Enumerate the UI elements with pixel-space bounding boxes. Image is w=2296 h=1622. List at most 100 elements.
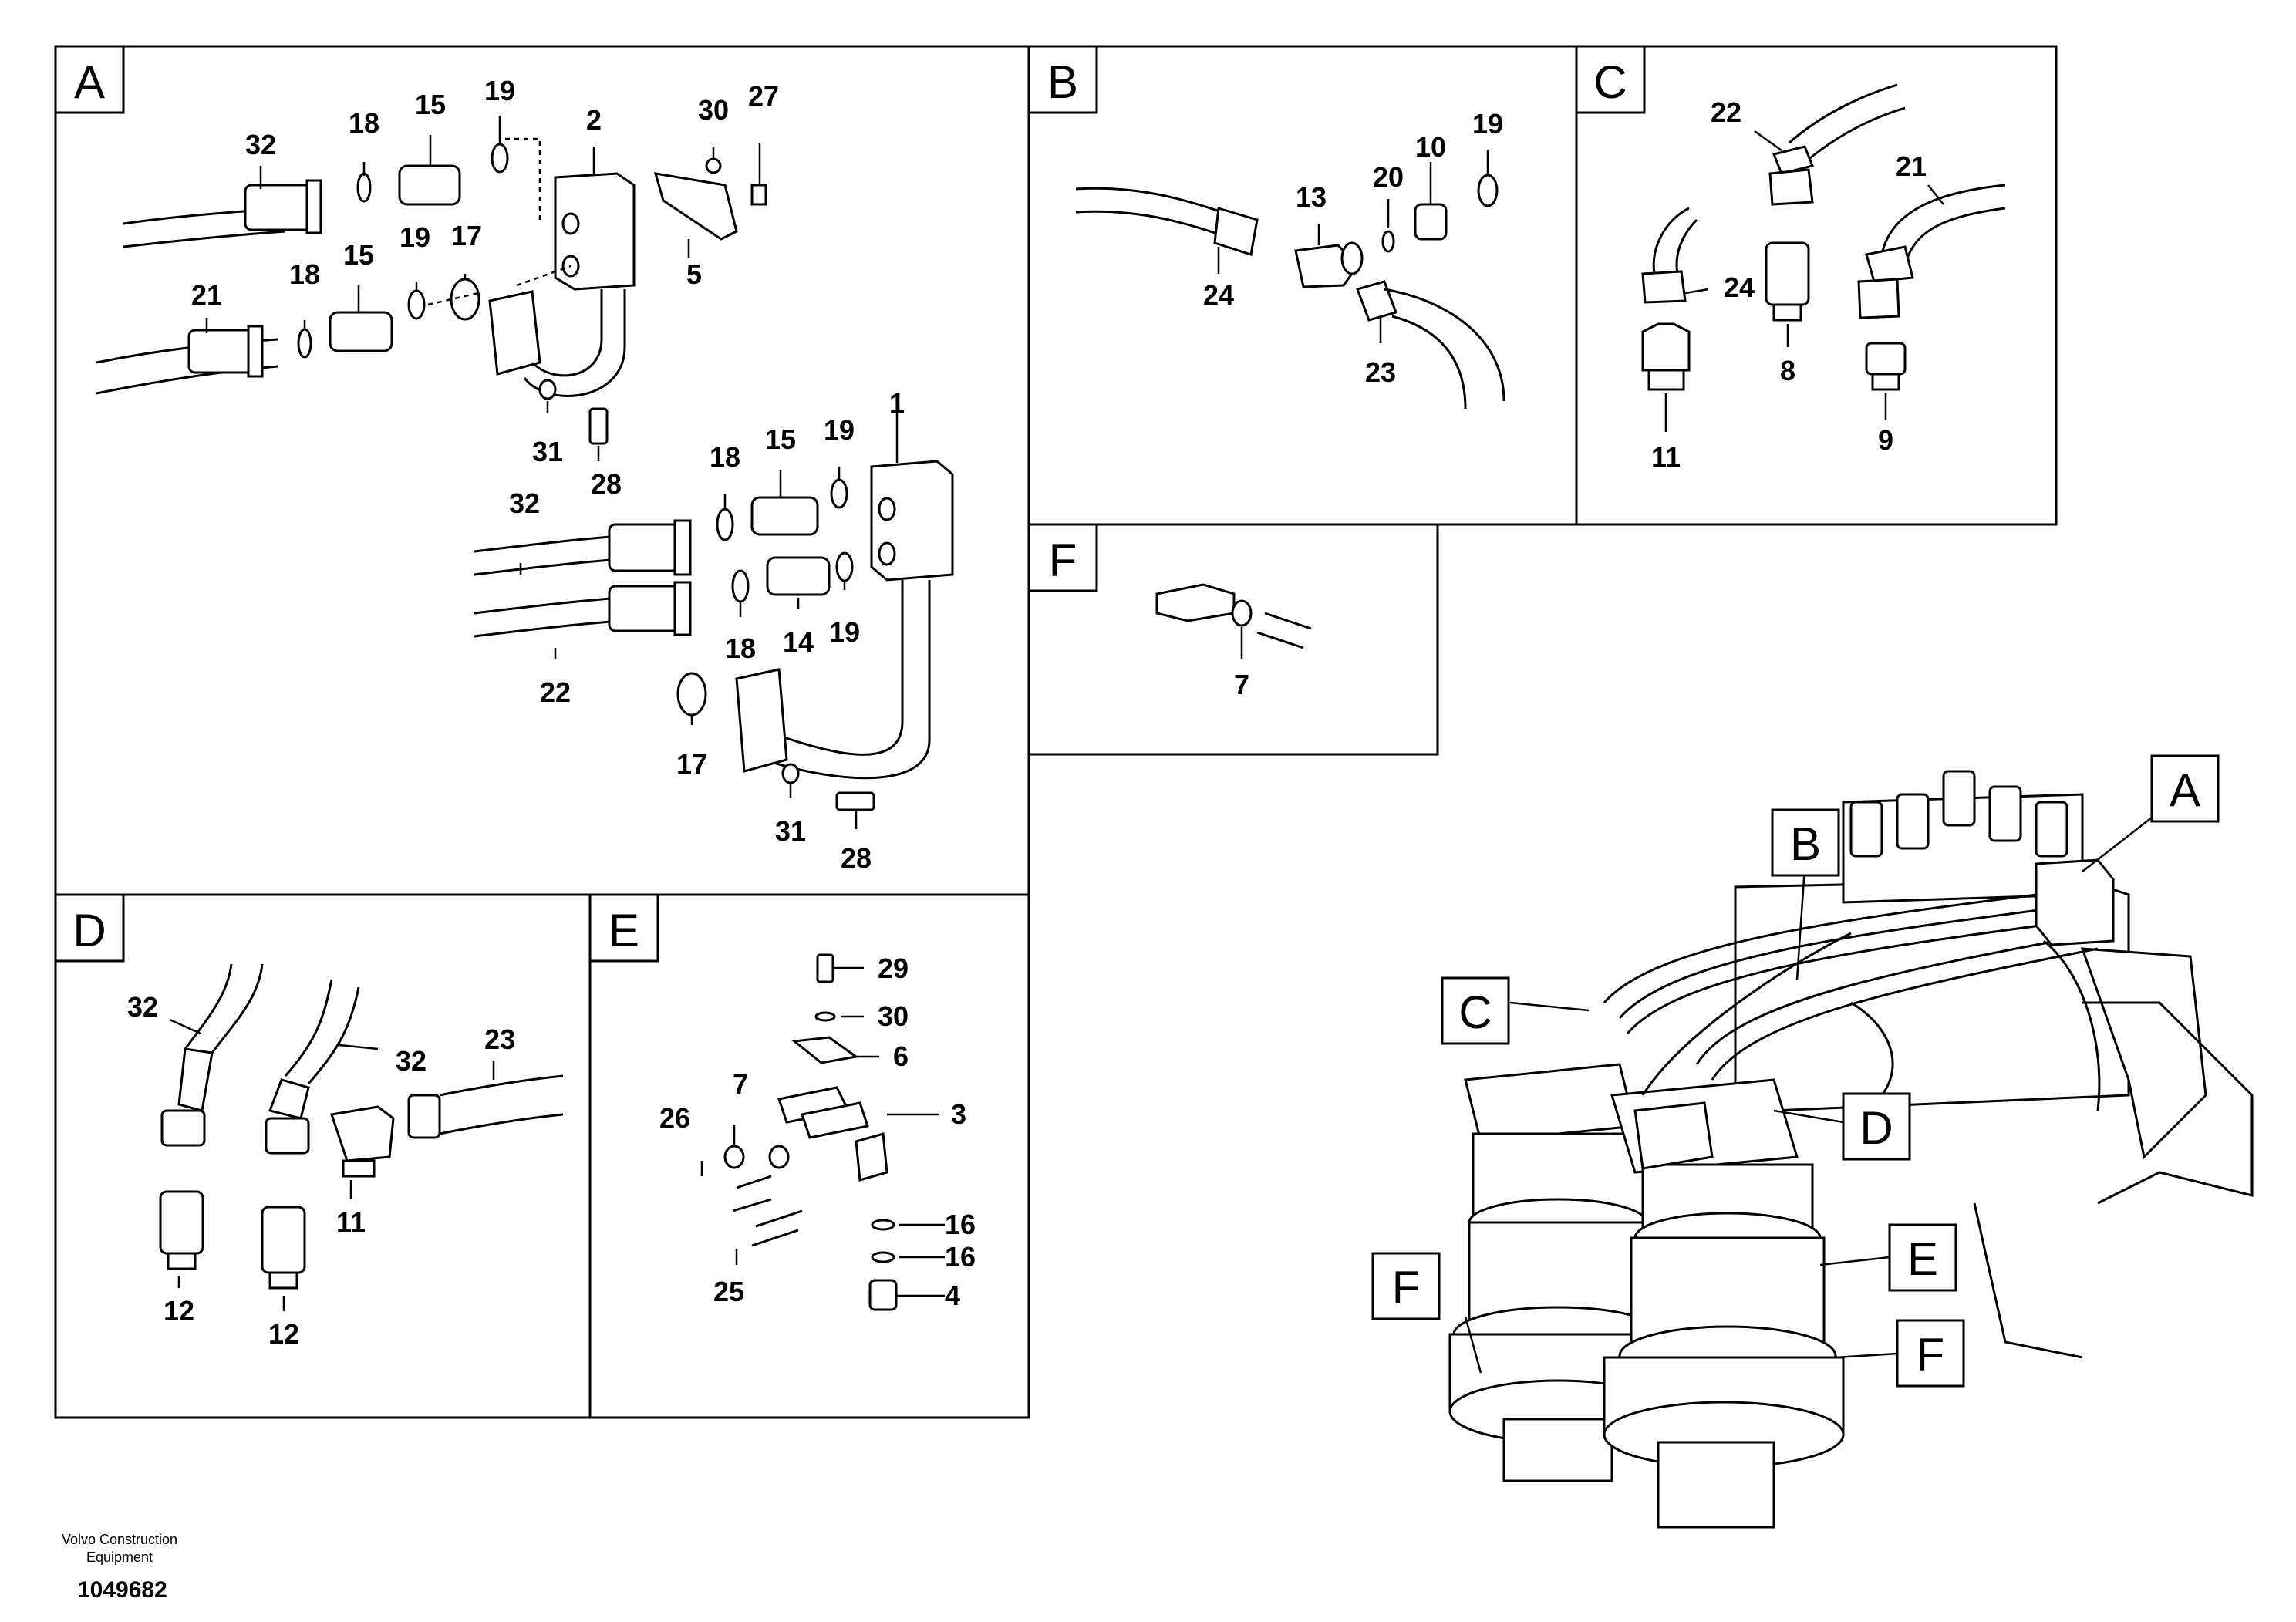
part-number: 32 (245, 129, 276, 160)
drawing-number: 1049682 (77, 1577, 167, 1603)
o-ring-19 (491, 143, 509, 174)
hose-32-d2-left (284, 979, 333, 1077)
hose-32-d1-left (184, 963, 233, 1050)
panel-f: F 7 (1027, 523, 1439, 756)
hose-21-c-nut (1857, 278, 1900, 319)
hose-22-c-top (1789, 83, 1898, 144)
connector-12b (261, 1206, 306, 1274)
overview-tag-e: E (1907, 1233, 1938, 1285)
overview-tag-d-box (1842, 1092, 1911, 1161)
hose-23-d-nut (407, 1094, 441, 1139)
part-number: 15 (765, 423, 796, 455)
connector-12b-thread (268, 1271, 298, 1290)
part-number: 17 (451, 220, 482, 251)
hose-21-nut (247, 325, 264, 378)
part-number: 18 (710, 441, 740, 473)
hose-22-c-ferrule (1772, 145, 1815, 175)
part-number: 30 (698, 94, 729, 126)
part-number: 15 (415, 89, 446, 120)
panel-b-tag: B (1047, 56, 1078, 108)
part-number: 19 (484, 75, 515, 106)
hose-24-c-top (1652, 207, 1690, 275)
o-ring-18b (297, 328, 312, 359)
hose-24-c-nut (1641, 270, 1687, 304)
overview-tag-a-box (2150, 754, 2220, 823)
overview-tag-b: B (1790, 818, 1821, 870)
part-number: 12 (164, 1295, 194, 1327)
hose-23-d-top (439, 1074, 564, 1097)
overview-tag-e-box (1888, 1223, 1957, 1292)
elbow-13-port (1340, 241, 1364, 275)
o-ring-17b (676, 672, 707, 717)
overview-tag-a: A (2170, 764, 2200, 816)
part-number: 19 (829, 616, 860, 648)
dash-line-19 (505, 137, 541, 224)
overview-illustration: A B C D E F F (1371, 754, 2254, 1529)
part-number: 22 (540, 676, 571, 708)
overview-pointer-lines (1464, 817, 2153, 1374)
panel-d-leader-lines (169, 1018, 495, 1311)
adapter-15 (398, 164, 461, 206)
part-number: 19 (824, 414, 855, 446)
connector-11-thread (1647, 369, 1685, 391)
part-number: 9 (1878, 424, 1893, 456)
part-number: 24 (1724, 271, 1755, 303)
washer-30 (705, 157, 722, 174)
panel-a: A (54, 45, 1030, 896)
hose-24-nut (1213, 207, 1259, 256)
panel-b-tag-box (1027, 45, 1098, 114)
connector-8-thread (1772, 303, 1802, 322)
adapter-9 (1865, 342, 1907, 376)
panel-e-tag: E (609, 905, 639, 956)
o-ring-18c (716, 508, 734, 541)
hose-21-c-ferrule (1865, 245, 1914, 283)
overview-tag-d: D (1859, 1102, 1893, 1154)
hose-22-nut (673, 581, 692, 636)
tube-2-outer (531, 289, 603, 377)
panel-d-tag: D (72, 905, 106, 956)
o-ring-19b (407, 289, 426, 320)
clamp-7-e2 (768, 1145, 790, 1169)
part-number: 6 (893, 1040, 909, 1072)
part-number: 30 (878, 1000, 909, 1032)
overview-tag-c-box (1441, 976, 1510, 1045)
hose-23-bottom (1391, 315, 1467, 410)
adapter-9-thread (1871, 373, 1900, 391)
adapter-14 (766, 556, 831, 596)
hose-21-c-top (1880, 184, 2006, 255)
panel-d: D 32 32 23 11 12 12 (54, 893, 592, 1419)
o-ring-18d (731, 569, 750, 603)
part-number: 7 (733, 1068, 748, 1100)
panel-a-tag-box (54, 45, 125, 114)
hose-f (1256, 612, 1312, 649)
hose-22-ferrule (608, 585, 680, 632)
adapter-15b (329, 311, 393, 352)
hose-23-nut (1356, 280, 1397, 322)
brand-line-1: Volvo Construction (61, 1532, 178, 1547)
panel-f-tag: F (1049, 534, 1077, 586)
o-ring-18 (356, 172, 372, 203)
o-ring-20 (1381, 230, 1395, 253)
bolt-28 (588, 407, 609, 445)
o-ring-19c (830, 478, 848, 509)
part-number: 26 (659, 1102, 690, 1134)
plug-4 (868, 1279, 898, 1311)
part-number: 24 (1203, 279, 1234, 311)
panel-e-frame (588, 893, 1030, 1419)
overview-tag-f2-box (1896, 1319, 1965, 1388)
part-number: 28 (841, 842, 872, 874)
dash-line-17 (427, 265, 571, 306)
panel-a-frame (54, 45, 1030, 896)
hose-21-c-bottom (1903, 207, 2006, 267)
tube-1-outer (770, 580, 904, 756)
hose-32-lower-nut (673, 519, 692, 576)
overview-tag-f2: F (1917, 1329, 1945, 1381)
hose-22-c-nut (1768, 168, 1814, 206)
pipe-3b (801, 1101, 869, 1139)
panel-e-leader-lines (700, 966, 945, 1297)
part-number: 23 (1365, 356, 1396, 388)
part-number: 11 (1651, 441, 1681, 473)
block-1-port-lower (878, 541, 896, 566)
panel-d-tag-box (54, 893, 125, 963)
